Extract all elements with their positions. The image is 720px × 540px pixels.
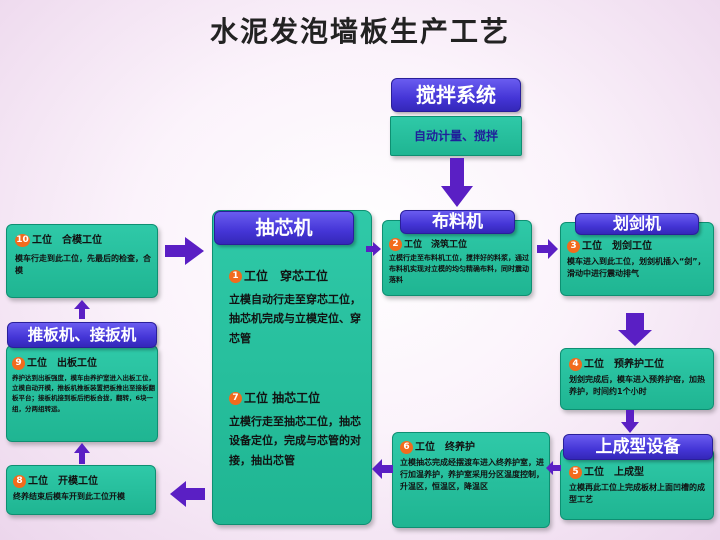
sword-machine-header: 划剑机 bbox=[575, 213, 699, 235]
arrow-step10-to-core bbox=[165, 237, 204, 265]
step-2-number: 2 bbox=[389, 238, 402, 251]
arrow-mixing-to-cloth bbox=[441, 158, 473, 207]
step-1-number: 1 bbox=[229, 270, 242, 283]
arrow-step8-to-demold bbox=[74, 443, 90, 464]
forming-header: 上成型设备 bbox=[563, 434, 713, 460]
arrow-cloth-to-sword bbox=[537, 239, 558, 259]
page-title: 水泥发泡墙板生产工艺 bbox=[209, 15, 510, 48]
step-9-desc: 养护达到出板强度，模车由养护室进入出板工位，立模自动开模，推板机推板装置把板推出… bbox=[12, 373, 155, 413]
step-6-label: 工位 终养护 bbox=[415, 442, 475, 453]
mixing-system-header: 搅拌系统 bbox=[391, 78, 521, 112]
step-10-desc: 模车行走到此工位，先最后的检查，合模 bbox=[15, 253, 151, 275]
step-3-desc: 模车进入到此工位，划剑机插入“剑”，滑动中进行震动排气 bbox=[567, 256, 706, 278]
step-7-label: 工位 抽芯工位 bbox=[244, 391, 321, 405]
step-7-desc: 立模行走至抽芯工位，抽芯设备定位，完成与芯管的对接，抽出芯管 bbox=[229, 415, 361, 467]
step-5-number: 5 bbox=[569, 465, 582, 479]
step-4-number: 4 bbox=[569, 357, 582, 371]
step-8-label: 工位 开模工位 bbox=[28, 476, 98, 487]
arrow-core-to-step8 bbox=[170, 481, 205, 507]
step-4-label: 工位 预养护工位 bbox=[584, 359, 664, 370]
step-8-desc: 终养结束后模车开到此工位开模 bbox=[13, 491, 125, 501]
core-machine-header: 抽芯机 bbox=[214, 211, 354, 245]
step-6-desc: 立模抽芯完成经摆渡车进入终养护室，进行加温养护，养护室采用分区温度控制，升温区，… bbox=[400, 457, 544, 492]
mixing-system-box: 自动计量、搅拌 bbox=[390, 116, 522, 156]
step-3-number: 3 bbox=[567, 239, 580, 253]
step-9-label: 工位 出板工位 bbox=[27, 358, 97, 369]
step-1-desc: 立模自动行走至穿芯工位，抽芯机完成与立模定位、穿芯管 bbox=[229, 293, 361, 345]
step-9-number: 9 bbox=[12, 356, 25, 370]
mixing-system-text: 自动计量、搅拌 bbox=[413, 129, 498, 143]
step-2-desc: 立模行走至布料机工位，搅拌好的料浆，通过布料机实现对立模的均匀精确布料，同时震动… bbox=[389, 254, 529, 284]
demold-header: 推板机、接扳机 bbox=[7, 322, 157, 348]
step-1-label: 工位 穿芯工位 bbox=[244, 269, 329, 283]
step-5-desc: 立模再此工位上完成板材上面凹槽的成型工艺 bbox=[569, 482, 705, 504]
arrow-demold-to-step10 bbox=[74, 300, 90, 319]
step-10-number: 10 bbox=[15, 233, 30, 247]
cloth-machine-header: 布料机 bbox=[400, 210, 515, 234]
arrow-step6-to-core bbox=[372, 459, 393, 479]
arrow-step4-to-forming bbox=[621, 410, 639, 433]
arrow-forming-to-step6 bbox=[546, 461, 561, 475]
step-10-label: 工位 合模工位 bbox=[32, 235, 102, 246]
arrow-sword-to-step4 bbox=[618, 313, 652, 346]
step-7-number: 7 bbox=[229, 392, 242, 405]
step-6-number: 6 bbox=[400, 440, 413, 454]
step-8-number: 8 bbox=[13, 474, 26, 488]
step-2-label: 工位 浇筑工位 bbox=[404, 240, 468, 250]
step-4-desc: 划剑完成后，模车进入预养护窑，加热养护，时间约1个小时 bbox=[569, 374, 705, 396]
step-3-label: 工位 划剑工位 bbox=[582, 241, 652, 252]
arrow-core-to-cloth bbox=[366, 242, 381, 256]
step-5-label: 工位 上成型 bbox=[584, 467, 644, 478]
